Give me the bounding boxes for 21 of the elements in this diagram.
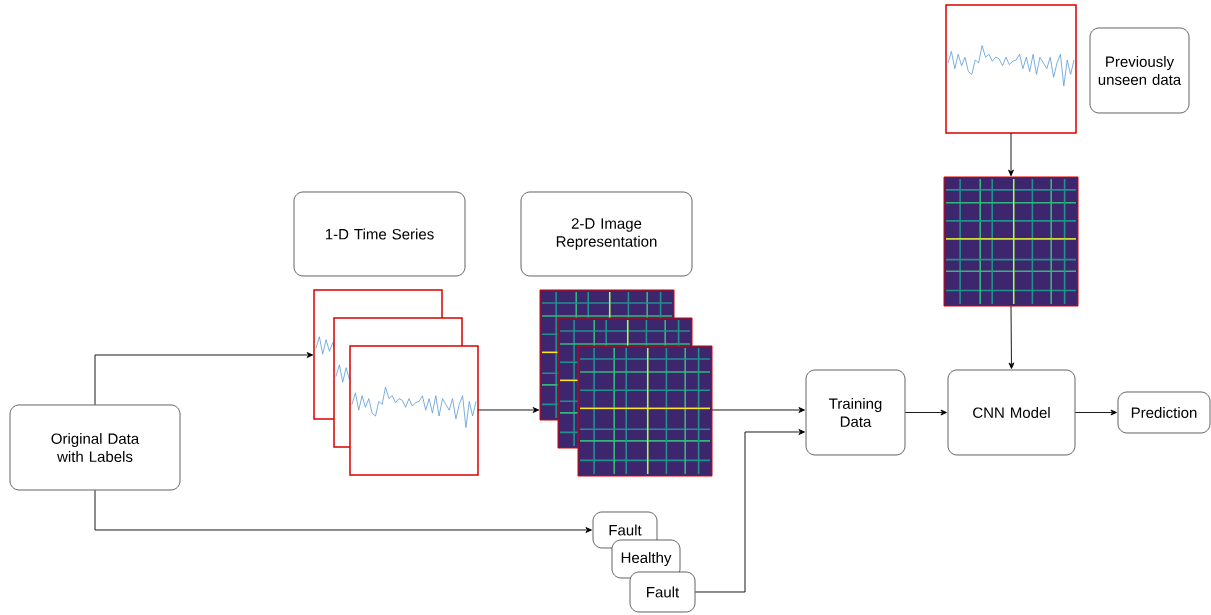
text-box: Original Data with Labels — [9, 404, 181, 491]
arrow — [477, 407, 540, 413]
picture — [313, 289, 479, 476]
text-box: Previously unseen data — [1089, 27, 1190, 114]
arrow — [94, 352, 314, 406]
picture — [943, 176, 1079, 307]
text-box: Fault — [629, 571, 696, 613]
text-box: CNN Model — [947, 369, 1076, 456]
text-box: 2-D Image Representation — [520, 191, 693, 277]
arrow — [1008, 132, 1014, 177]
picture — [945, 4, 1077, 134]
arrow — [694, 429, 805, 593]
picture — [539, 289, 713, 477]
text-box: 1-D Time Series — [293, 191, 466, 277]
arrow — [94, 489, 592, 533]
text-box: Prediction — [1117, 391, 1211, 434]
arrow — [1074, 409, 1117, 416]
arrow — [1008, 305, 1015, 369]
arrow — [904, 409, 947, 416]
text-box: Training Data — [805, 369, 906, 456]
arrow — [711, 407, 805, 413]
